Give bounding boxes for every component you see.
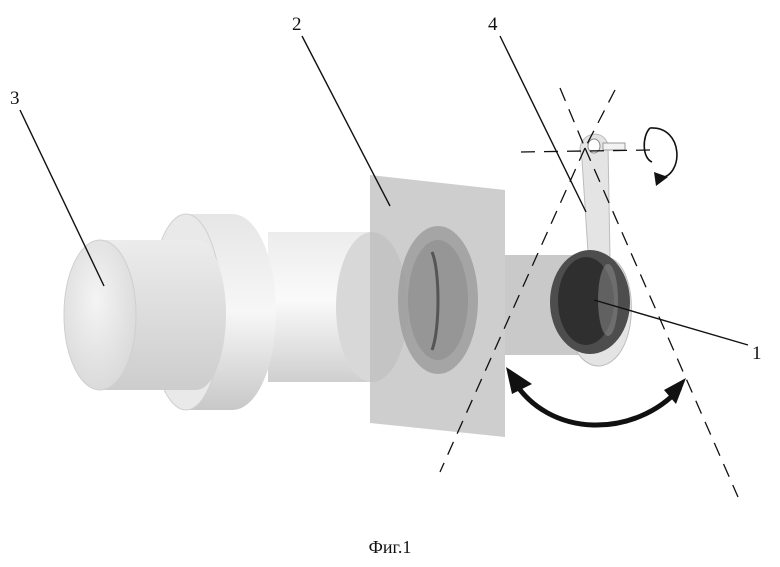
leader-line-3 <box>20 110 104 286</box>
part-2-screen <box>370 175 505 437</box>
part-3-cylinder <box>64 214 408 410</box>
part-1-lens <box>550 250 630 354</box>
pivot-cross-up-left <box>560 88 585 148</box>
lens-highlight <box>598 264 618 336</box>
front-face <box>64 240 136 390</box>
label-part-3: 3 <box>10 88 20 109</box>
label-part-4: 4 <box>488 14 498 35</box>
label-part-2: 2 <box>292 14 302 35</box>
rotation-arrow-icon <box>644 128 677 186</box>
leader-line-4 <box>500 36 586 212</box>
swing-arrow-icon <box>506 367 686 425</box>
figure-caption: Фиг.1 <box>369 537 412 557</box>
pivot-pin <box>603 143 625 150</box>
leader-line-2 <box>302 36 390 206</box>
label-part-1: 1 <box>752 343 762 364</box>
